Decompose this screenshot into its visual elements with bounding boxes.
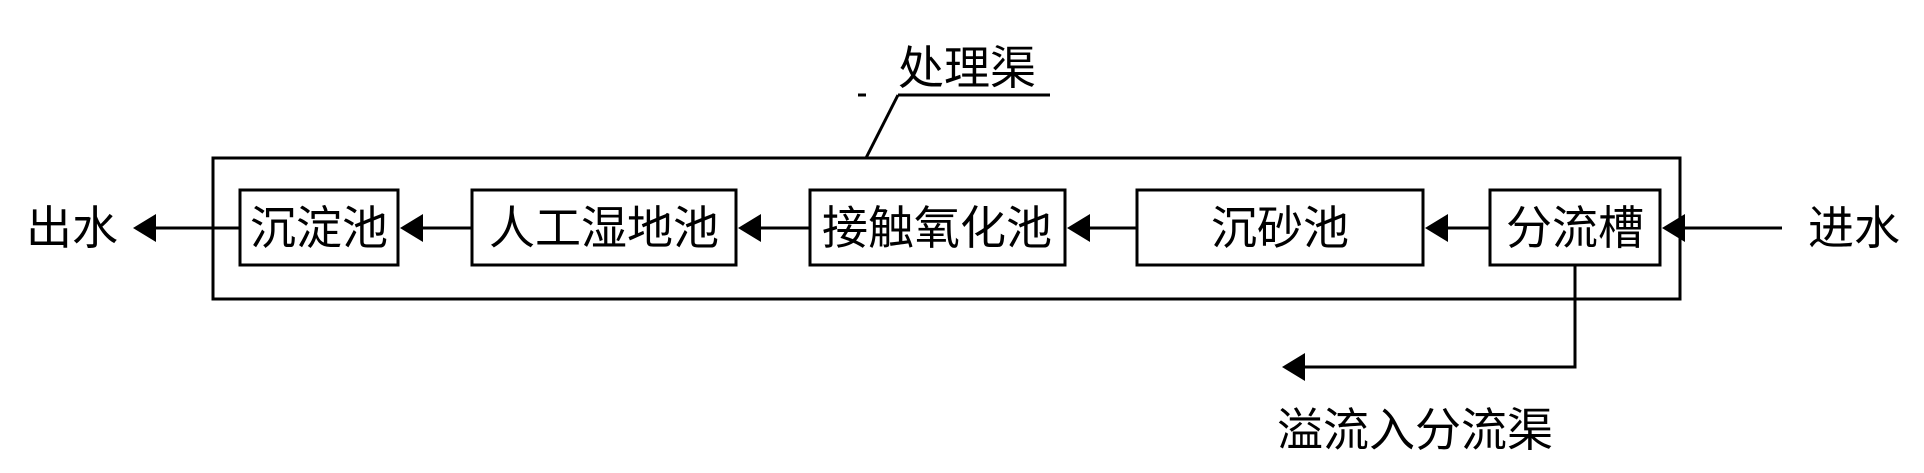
unit-label-constructed-wetland: 人工湿地池 (489, 201, 719, 255)
overflow-line (1302, 265, 1577, 369)
inlet-label: 进水 (1808, 201, 1900, 255)
unit-box-flow-divider (1488, 188, 1662, 267)
unit-box-contact-oxidation (808, 188, 1067, 267)
flow-arrowhead-4 (400, 214, 423, 242)
flow-arrowhead-3 (738, 214, 761, 242)
container-label-leader-diagonal (864, 94, 900, 159)
flow-arrowhead-2 (1067, 214, 1090, 242)
container-label: 处理渠 (898, 41, 1036, 95)
unit-box-sedimentation (238, 188, 400, 267)
outlet-label: 出水 (26, 201, 118, 255)
unit-box-grit-chamber (1135, 188, 1425, 267)
unit-label-flow-divider: 分流槽 (1506, 201, 1644, 255)
unit-label-contact-oxidation: 接触氧化池 (822, 201, 1052, 255)
unit-box-constructed-wetland (470, 188, 738, 267)
flow-arrowhead-1 (1425, 214, 1448, 242)
unit-label-sedimentation: 沉淀池 (250, 201, 388, 255)
inlet-arrowhead (1662, 214, 1685, 242)
unit-label-grit-chamber: 沉砂池 (1211, 201, 1349, 255)
outlet-arrowhead (133, 214, 156, 242)
overflow-arrowhead (1282, 353, 1305, 381)
overflow-label: 溢流入分流渠 (1277, 403, 1553, 457)
